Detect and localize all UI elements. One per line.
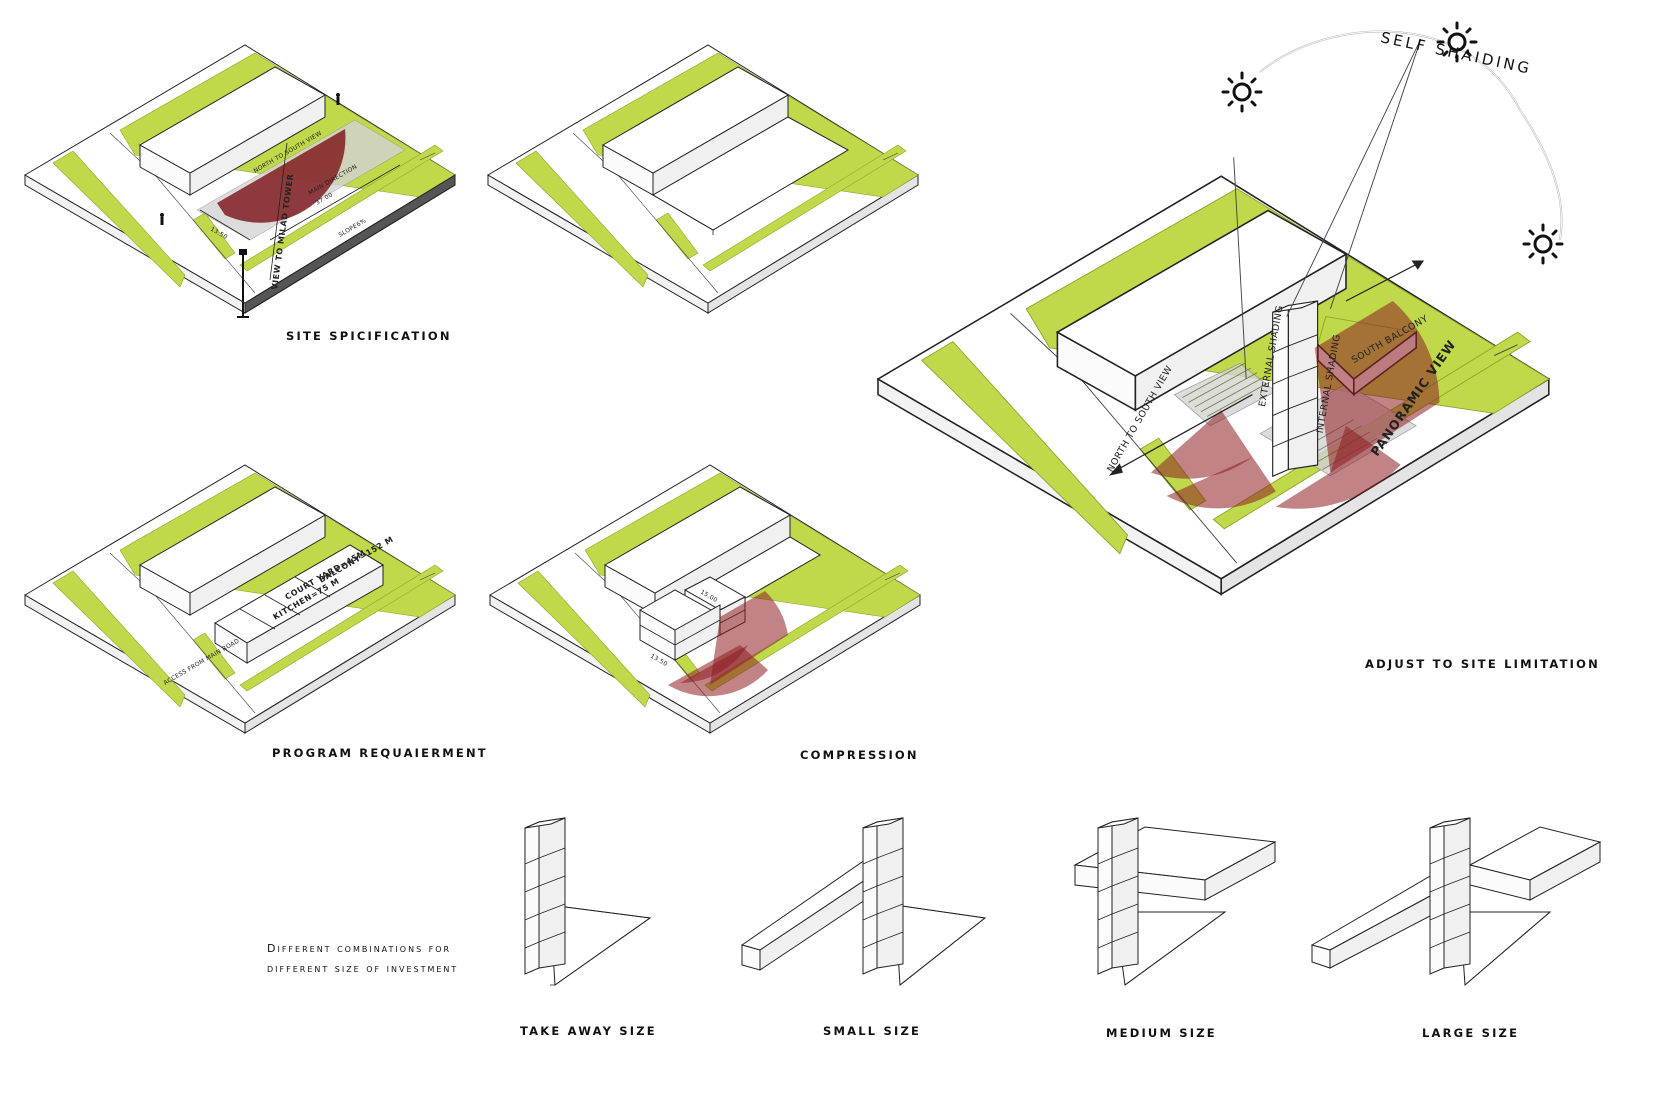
panel-site-massing (488, 45, 918, 313)
person-icon (336, 93, 340, 105)
caption-small: SMALL SIZE (823, 1024, 921, 1038)
panel-program-requirement: KITCHEN=75 M COURT YARD=45M BALCONY=152 … (25, 465, 455, 733)
caption-program: PROGRAM REQUAIERMENT (272, 746, 488, 760)
caption-large: LARGE SIZE (1422, 1026, 1519, 1040)
panel-site-specification: 13.50 37.00 MAIN DIRECTION NORTH TO SOUT… (25, 45, 455, 317)
combo-medium (1075, 818, 1275, 985)
combo-small (742, 818, 985, 985)
caption-medium: MEDIUM SIZE (1106, 1026, 1217, 1040)
note-line-1: Different combinations for (267, 942, 451, 955)
person-icon (160, 213, 164, 225)
combo-large (1312, 818, 1600, 985)
sun-icon (1524, 225, 1562, 263)
caption-takeaway: TAKE AWAY SIZE (520, 1024, 657, 1038)
sun-icon (1223, 73, 1261, 111)
caption-adjust: ADJUST TO SITE LIMITATION (1365, 657, 1600, 671)
caption-compression: COMPRESSION (800, 748, 919, 762)
panel-compression: 15.00 13.50 (490, 465, 920, 733)
note-line-2: different size of investment (267, 962, 458, 975)
combo-takeaway (525, 818, 650, 985)
panel-adjust-site: NORTH TO SOUTH VIEW EXTERNAL SHADING INT… (878, 39, 1549, 594)
caption-site: SITE SPICIFICATION (286, 329, 452, 343)
